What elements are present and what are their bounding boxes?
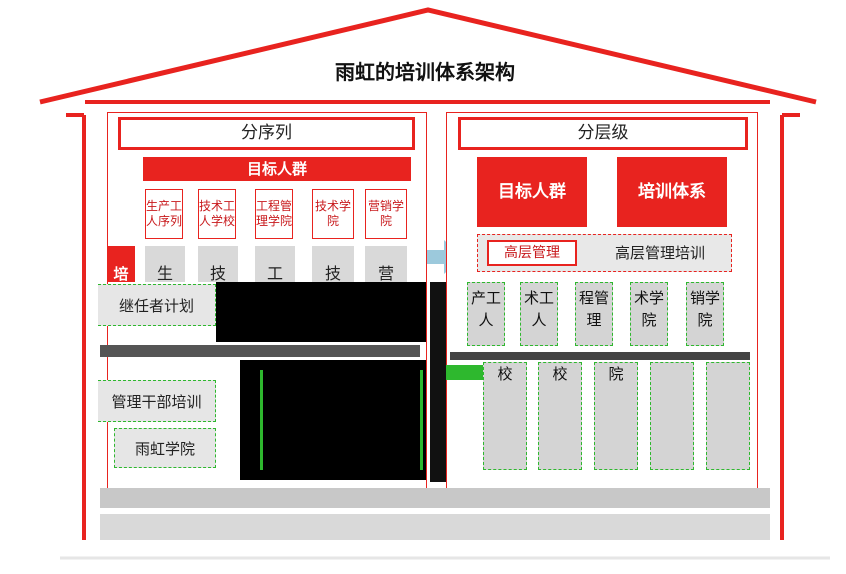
target-group-box: 目标人群 (477, 157, 587, 227)
sequence-column: 营 (365, 246, 407, 282)
row-label-succession: 继任者计划 (98, 284, 216, 326)
level-bottom-column: 校 (538, 362, 582, 470)
sequence-column: 工 (255, 246, 295, 282)
render-artifact (446, 365, 486, 380)
level-column: 销学院 (686, 282, 724, 346)
training-system-box: 培训体系 (617, 157, 727, 227)
level-column: 程管理 (575, 282, 613, 346)
render-artifact (450, 352, 750, 360)
level-column: 产工人 (467, 282, 505, 346)
sequence-column: 技 (198, 246, 238, 282)
render-artifact (100, 345, 420, 357)
sequence-box: 工程管理学院 (255, 189, 293, 239)
row-label-management: 管理干部培训 (98, 380, 216, 422)
render-artifact (420, 370, 423, 470)
row-label-academy: 雨虹学院 (114, 428, 216, 468)
level-bottom-column: 院 (594, 362, 638, 470)
sequence-column: 生 (145, 246, 185, 282)
level-program: 高层管理培训 (614, 244, 705, 262)
sequence-box: 生产工人序列 (145, 189, 183, 239)
sequence-box: 技术工人学校 (198, 189, 236, 239)
base-bar-lower (100, 514, 770, 540)
level-bottom-column: 校 (483, 362, 527, 470)
render-artifact (240, 360, 426, 480)
diagram-title: 雨虹的培训体系架构 (335, 60, 515, 84)
sequence-box: 营销学院 (365, 189, 407, 239)
render-artifact (260, 370, 263, 470)
render-artifact (216, 282, 426, 342)
left-panel-header: 分序列 (118, 117, 415, 150)
level-column: 术学院 (630, 282, 668, 346)
sequence-box: 技术学院 (312, 189, 354, 239)
right-panel-header: 分层级 (458, 117, 748, 150)
level-bottom-column (706, 362, 750, 470)
left-side-tag: 培 (107, 246, 135, 282)
level-column: 术工人 (520, 282, 558, 346)
sequence-column: 技 (312, 246, 354, 282)
base-bar (100, 488, 770, 508)
render-artifact (430, 282, 450, 482)
level-bottom-column (650, 362, 694, 470)
level-label: 高层管理 (487, 240, 577, 266)
left-target-bar: 目标人群 (143, 157, 411, 181)
